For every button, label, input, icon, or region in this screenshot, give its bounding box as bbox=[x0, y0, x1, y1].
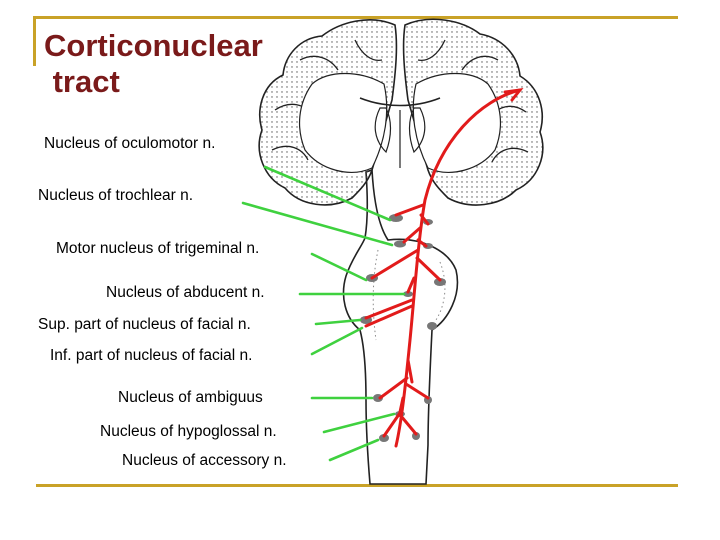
frame-top-line bbox=[36, 16, 678, 19]
white-matter-right bbox=[412, 72, 501, 173]
pointer-accessory bbox=[328, 438, 380, 462]
corticonuclear-tract bbox=[364, 88, 524, 448]
label-hypoglossal: Nucleus of hypoglossal n. bbox=[100, 423, 277, 440]
ventricle-right bbox=[408, 107, 426, 154]
label-facial-sup: Sup. part of nucleus of facial n. bbox=[38, 316, 251, 333]
label-facial-inf: Inf. part of nucleus of facial n. bbox=[50, 347, 253, 364]
white-matter-left bbox=[299, 72, 388, 173]
label-accessory: Nucleus of accessory n. bbox=[122, 452, 287, 469]
label-trigeminal: Motor nucleus of trigeminal n. bbox=[56, 240, 260, 257]
pointer-facial-inf bbox=[310, 326, 364, 356]
label-abducent: Nucleus of abducent n. bbox=[106, 284, 265, 301]
label-oculomotor: Nucleus of oculomotor n. bbox=[44, 135, 216, 152]
nucleus-abducent bbox=[403, 291, 413, 297]
pointer-hypoglossal bbox=[322, 412, 396, 434]
nucleus-accessory bbox=[379, 434, 389, 442]
pointer-trigeminal bbox=[310, 252, 368, 282]
frame-bottom-line bbox=[36, 484, 678, 487]
label-trochlear: Nucleus of trochlear n. bbox=[38, 187, 194, 204]
pointer-oculomotor bbox=[263, 165, 392, 222]
pointer-trochlear bbox=[241, 201, 394, 247]
nucleus-oculomotor bbox=[389, 214, 403, 222]
pointer-lines bbox=[241, 165, 406, 462]
ventricle-left bbox=[374, 107, 392, 154]
corpus-callosum bbox=[359, 97, 441, 107]
frame-left-line bbox=[33, 16, 36, 66]
pointer-facial-sup bbox=[314, 318, 362, 326]
label-ambiguus: Nucleus of ambiguus bbox=[118, 389, 263, 406]
slide-title: Corticonuclear tract bbox=[44, 28, 263, 99]
